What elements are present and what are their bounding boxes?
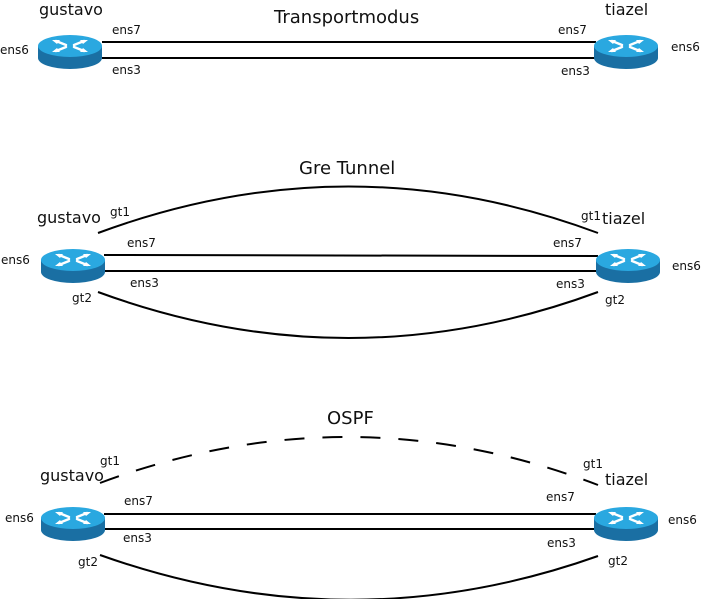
tunnel-gt2-link	[97, 291, 599, 339]
iface-label: ens6	[0, 43, 29, 57]
host-label-right: tiazel	[605, 0, 649, 19]
iface-label: ens3	[547, 536, 576, 550]
iface-label: ens6	[672, 259, 701, 273]
section-title: OSPF	[327, 408, 374, 429]
section-ospf	[39, 436, 660, 599]
tunnel-label: gt1	[581, 209, 601, 223]
section-gre-tunnel	[39, 185, 662, 339]
tunnel-label: gt2	[608, 554, 628, 568]
tunnel-label: gt2	[605, 293, 625, 307]
router-icon	[39, 247, 107, 285]
iface-label: ens7	[124, 494, 153, 508]
section-transportmodus	[36, 33, 660, 71]
iface-label: ens7	[558, 23, 587, 37]
tunnel-gt1-link	[97, 185, 599, 234]
iface-label: ens6	[668, 513, 697, 527]
host-label-right: tiazel	[602, 209, 646, 228]
section-title: Transportmodus	[274, 7, 420, 28]
link-ens7	[103, 254, 599, 257]
host-label-left: gustavo	[37, 208, 101, 227]
iface-label: ens7	[112, 23, 141, 37]
iface-label: ens6	[1, 253, 30, 267]
iface-label: ens3	[112, 63, 141, 77]
tunnel-label: gt1	[100, 454, 120, 468]
iface-label: ens6	[671, 40, 700, 54]
tunnel-label: gt1	[583, 457, 603, 471]
tunnel-gt2-link	[99, 554, 599, 599]
router-icon	[592, 33, 660, 71]
tunnel-label: gt1	[110, 205, 130, 219]
tunnel-label: gt2	[78, 555, 98, 569]
iface-label: ens7	[127, 236, 156, 250]
iface-label: ens3	[130, 276, 159, 290]
ospf-gt1-link	[99, 436, 599, 486]
iface-label: ens7	[546, 490, 575, 504]
iface-label: ens7	[553, 236, 582, 250]
section-title: Gre Tunnel	[299, 158, 396, 179]
iface-label: ens3	[561, 64, 590, 78]
host-label-left: gustavo	[40, 466, 104, 485]
iface-label: ens3	[556, 277, 585, 291]
host-label-left: gustavo	[39, 0, 103, 19]
iface-label: ens6	[5, 511, 34, 525]
router-icon	[594, 247, 662, 285]
iface-label: ens3	[123, 531, 152, 545]
host-label-right: tiazel	[605, 470, 649, 489]
router-icon	[36, 33, 104, 71]
router-icon	[39, 505, 107, 543]
tunnel-label: gt2	[72, 291, 92, 305]
router-icon	[592, 505, 660, 543]
